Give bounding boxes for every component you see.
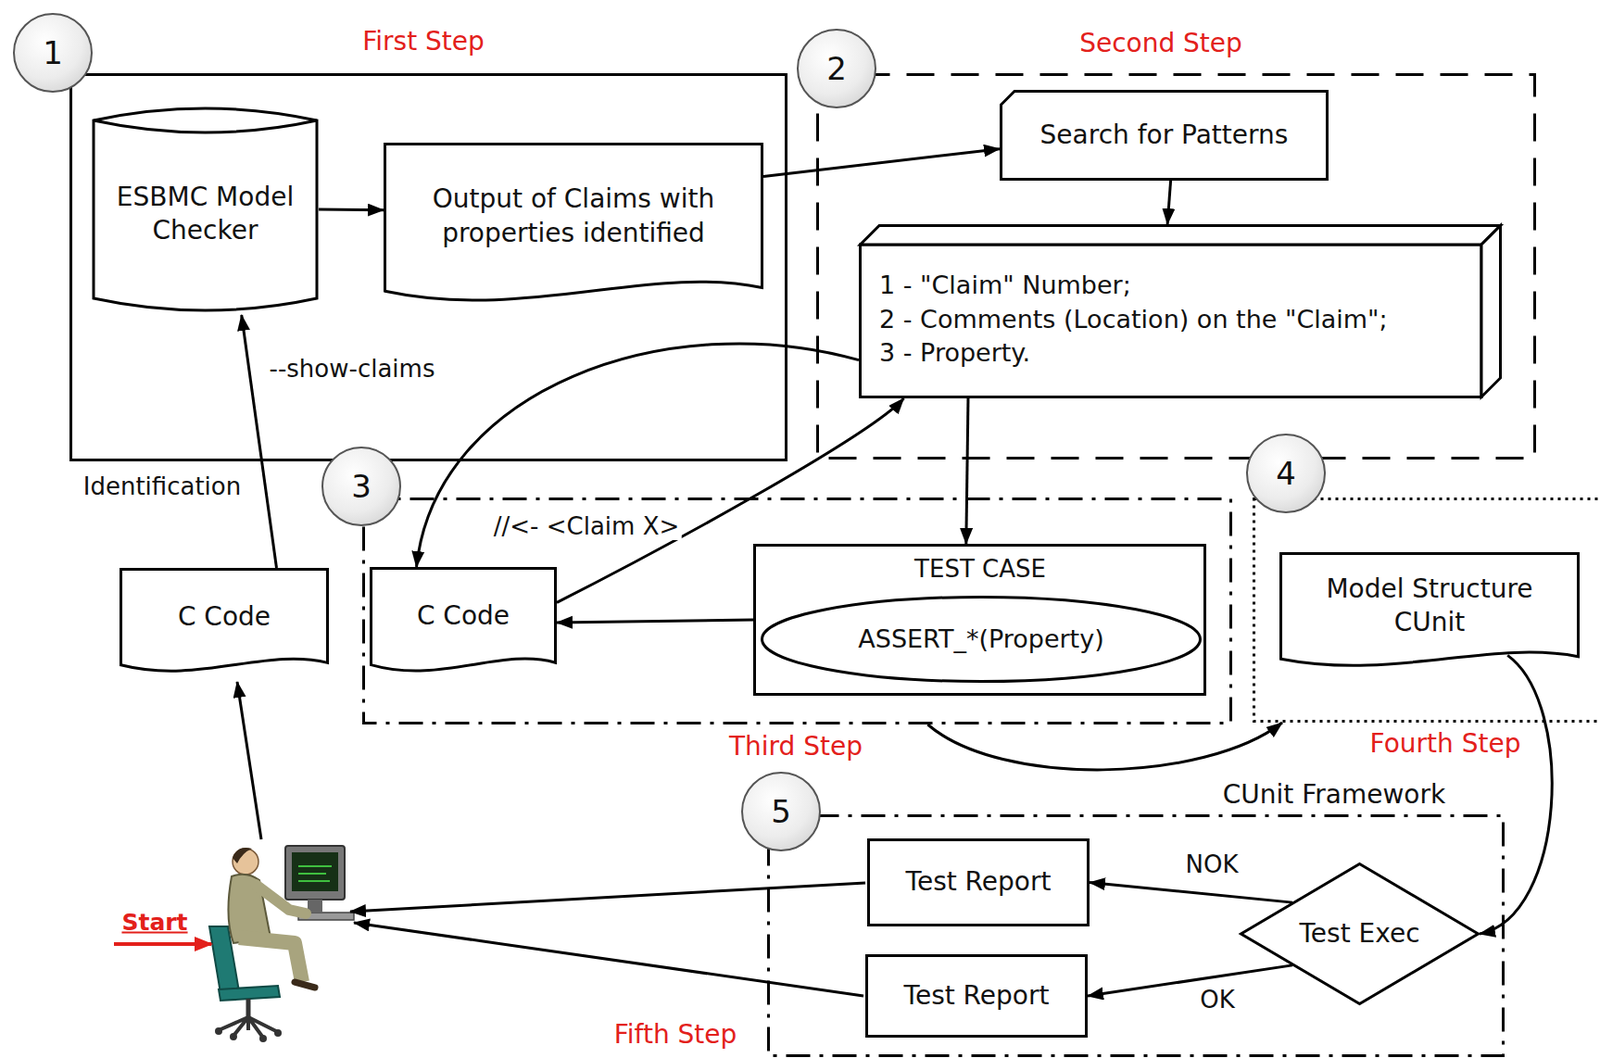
callout-number: 1 xyxy=(12,12,93,93)
process-card: Search for Patterns xyxy=(999,89,1329,181)
step-region: Fifth StepCUnit FrameworkTest ReportTest… xyxy=(767,814,1505,1058)
connector xyxy=(318,208,384,213)
assert-ellipse: ASSERT_*(Property) xyxy=(760,595,1202,683)
node-text: Test Exec xyxy=(1298,917,1420,951)
step-heading: Fourth Step xyxy=(1370,728,1522,759)
step-heading: Third Step xyxy=(729,730,863,762)
step-region: Fourth StepModel Structure CUnit xyxy=(1252,497,1600,723)
node-body: ESBMC Model Checker xyxy=(91,103,319,315)
flow-arrow xyxy=(353,922,864,996)
node-text: Test Report xyxy=(906,865,1052,899)
database-cylinder: ESBMC Model Checker xyxy=(91,103,319,315)
connector xyxy=(241,314,278,568)
edge-label: OK xyxy=(1196,985,1238,1014)
node-text: 2 - Comments (Location) on the "Claim"; xyxy=(879,302,1388,337)
connector xyxy=(763,149,1000,177)
connector xyxy=(966,398,969,544)
node-body: Output of Claims with properties identif… xyxy=(383,142,764,312)
connector xyxy=(1087,965,1293,996)
step-region: Second StepSearch for Patterns1 - "Claim… xyxy=(816,73,1537,460)
document-shape: Output of Claims with properties identif… xyxy=(383,142,764,312)
node-text: 3 - Property. xyxy=(879,336,1031,370)
node-body: C Code xyxy=(119,567,329,679)
node-text: ASSERT_*(Property) xyxy=(857,622,1104,656)
start-arrow xyxy=(113,942,212,946)
box-heading: TEST CASE xyxy=(914,554,1046,583)
start-label: Start xyxy=(121,908,188,936)
data-box: 1 - "Claim" Number;2 - Comments (Locatio… xyxy=(858,224,1502,399)
report-box: Test Report xyxy=(867,838,1090,927)
edge-label: NOK xyxy=(1183,850,1242,879)
node-text: 1 - "Claim" Number; xyxy=(879,268,1132,303)
node-body: Search for Patterns xyxy=(999,89,1329,181)
node-body: Test Report xyxy=(865,954,1088,1038)
node-text: C Code xyxy=(177,600,271,634)
decision-diamond: Test Exec xyxy=(1239,862,1480,1006)
flow-arrow xyxy=(350,882,866,912)
node-text: Test Report xyxy=(904,979,1050,1013)
step-region: First StepESBMC Model CheckerOutput of C… xyxy=(69,73,788,462)
callout-number: 5 xyxy=(741,771,821,852)
callout-number: 3 xyxy=(321,446,402,527)
node-body: ASSERT_*(Property) xyxy=(760,595,1202,683)
connector xyxy=(416,343,860,567)
person xyxy=(227,847,315,988)
test-case-box: TEST CASE ASSERT_*(Property) xyxy=(753,543,1207,696)
node-body: C Code xyxy=(369,566,557,679)
connector xyxy=(1089,882,1293,904)
callout-number: 4 xyxy=(1246,433,1326,514)
step-heading: Second Step xyxy=(1079,27,1243,59)
node-body: Test Exec xyxy=(1239,862,1480,1006)
node-text: ESBMC Model Checker xyxy=(99,180,312,249)
box-heading: CUnit Framework xyxy=(1222,779,1446,810)
connector xyxy=(1167,180,1171,225)
node-body: 1 - "Claim" Number;2 - Comments (Locatio… xyxy=(858,224,1502,399)
node-body: Test Report xyxy=(867,838,1090,927)
connector xyxy=(927,722,1283,770)
document-shape: C Code xyxy=(369,566,557,679)
node-body: Model Structure CUnit xyxy=(1279,552,1580,674)
annotation-label: Identification xyxy=(80,472,244,501)
document-shape: Model Structure CUnit xyxy=(1279,552,1580,674)
node-text: Output of Claims with properties identif… xyxy=(392,182,755,251)
document-shape: C Code xyxy=(119,567,329,679)
node-text: Model Structure CUnit xyxy=(1288,572,1571,641)
edge-label: --show-claims xyxy=(266,354,439,383)
connector xyxy=(1479,655,1552,934)
step-heading: First Step xyxy=(362,25,485,57)
report-box: Test Report xyxy=(865,954,1088,1038)
node-text: Search for Patterns xyxy=(1040,118,1289,152)
connector xyxy=(556,619,754,623)
code-comment-label: //<- <Claim X> xyxy=(491,512,682,541)
node-text: C Code xyxy=(416,599,510,633)
callout-number: 2 xyxy=(796,28,877,109)
flow-arrow xyxy=(237,681,262,840)
step-heading: Fifth Step xyxy=(614,1019,738,1050)
